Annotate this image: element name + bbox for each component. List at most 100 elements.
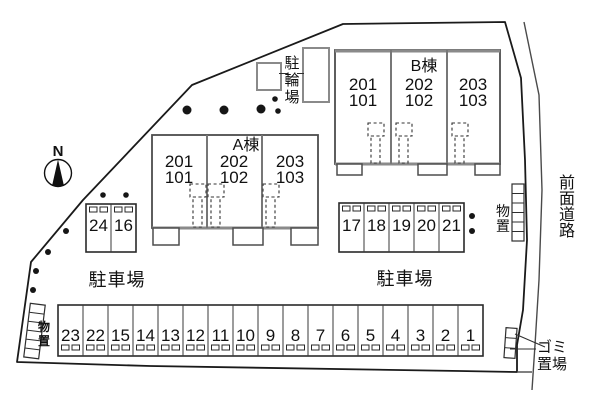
- storage-cell-divider: [26, 329, 43, 333]
- wheel-stop: [96, 344, 105, 351]
- building-a-stair: [207, 183, 225, 198]
- compass-needle-icon: [52, 159, 64, 186]
- building-a-entrance: [232, 227, 264, 246]
- tree-dot-icon: [33, 268, 39, 274]
- tree-dot-icon: [469, 213, 475, 219]
- wheel-stop: [402, 205, 411, 212]
- unit-number: 201: [349, 75, 377, 94]
- building-a-entrance: [152, 227, 180, 246]
- building-b-entrance: [474, 163, 501, 176]
- parking-stall-number: 24: [89, 216, 108, 235]
- wheel-stop: [342, 205, 351, 212]
- wheel-stop: [221, 344, 230, 351]
- storage-right-label: 物置: [496, 203, 510, 234]
- building-b-stair: [367, 122, 385, 137]
- wheel-stop: [246, 344, 255, 351]
- wheel-stop: [452, 205, 461, 212]
- wheel-stop: [446, 344, 455, 351]
- building-b-entrance: [336, 163, 363, 176]
- parking-stall-number: 13: [161, 326, 180, 345]
- wheel-stop: [89, 206, 98, 213]
- parking-stall-number: 21: [442, 216, 461, 235]
- parking-stall-number: 11: [212, 326, 230, 345]
- wheel-stop: [236, 344, 245, 351]
- bicycle-parking-label: 駐輪場: [284, 55, 299, 106]
- parking-row-left-pair: 24 16: [85, 203, 137, 253]
- tree-dot-icon: [256, 104, 266, 114]
- bicycle-shed-left: [256, 62, 282, 91]
- unit-number: 201: [165, 152, 193, 171]
- tree-dot-icon: [275, 108, 281, 114]
- wheel-stop: [417, 205, 426, 212]
- storage-stack-outline: [503, 327, 518, 360]
- parking-stall-number: 19: [392, 216, 411, 235]
- storage-right: 物置: [496, 183, 525, 242]
- wheel-stop: [271, 344, 280, 351]
- parking-stall-number: 1: [466, 326, 475, 345]
- building-b-outline: [334, 49, 501, 165]
- planting-dots: [30, 96, 475, 293]
- storage-left-stack: [23, 302, 46, 360]
- wheel-stop: [377, 205, 386, 212]
- parking-stall-number: 8: [291, 326, 300, 345]
- wheel-stop: [171, 344, 180, 351]
- wheel-stop: [286, 344, 295, 351]
- storage-cell-divider: [504, 347, 516, 349]
- building-b-stair: [454, 135, 465, 164]
- wheel-stop: [146, 344, 155, 351]
- storage-cell-divider: [24, 347, 40, 351]
- building-a-entrance: [290, 227, 319, 246]
- unit-number: 202: [220, 152, 248, 171]
- garbage-area: ゴミ置場: [503, 327, 567, 373]
- parking-stall-number: 10: [236, 326, 255, 345]
- building-a-stair: [262, 183, 280, 198]
- wheel-stop: [161, 344, 170, 351]
- storage-cell-divider: [25, 338, 41, 342]
- building-a-stair: [210, 196, 221, 228]
- wheel-stop: [471, 344, 480, 351]
- parking-stall-number: 22: [86, 326, 105, 345]
- storage-left: [23, 302, 46, 360]
- wheel-stop: [196, 344, 205, 351]
- building-a-stair: [189, 183, 207, 198]
- parking-stall-number: 16: [114, 216, 133, 235]
- parking-stall-number: 9: [266, 326, 275, 345]
- parking-stall-number: 15: [111, 326, 130, 345]
- wheel-stop: [421, 344, 430, 351]
- building-a-outline: [151, 134, 319, 229]
- parking-stall-number: 17: [342, 216, 361, 235]
- building-a-stair: [192, 196, 203, 228]
- wheel-stop: [321, 344, 330, 351]
- wheel-stop: [186, 344, 195, 351]
- tree-dot-icon: [469, 228, 475, 234]
- wheel-stop: [367, 205, 376, 212]
- wheel-stop: [99, 206, 108, 213]
- wheel-stop: [136, 344, 145, 351]
- wheel-stop: [114, 206, 123, 213]
- building-a-stair: [265, 196, 276, 228]
- wheel-stop: [386, 344, 395, 351]
- unit-number: 102: [220, 168, 248, 187]
- parking-stall-number: 23: [61, 326, 80, 345]
- building-b-stair: [451, 122, 469, 137]
- building-b-stair: [395, 122, 413, 137]
- storage-cell-divider: [505, 337, 517, 339]
- wheel-stop: [211, 344, 220, 351]
- unit-number: 203: [276, 152, 304, 171]
- tree-dot-icon: [63, 228, 69, 234]
- garbage-stack: [503, 327, 518, 360]
- parking-label-left: 駐車場: [89, 270, 146, 290]
- wheel-stop: [436, 344, 445, 351]
- tree-dot-icon: [123, 192, 129, 198]
- parking-stall-number: 12: [186, 326, 205, 345]
- wheel-stop: [121, 344, 130, 351]
- unit-number: 101: [349, 91, 377, 110]
- wheel-stop: [461, 344, 470, 351]
- parking-stall-number: 4: [391, 326, 400, 345]
- wheel-stop: [411, 344, 420, 351]
- building-b-stair: [398, 135, 409, 164]
